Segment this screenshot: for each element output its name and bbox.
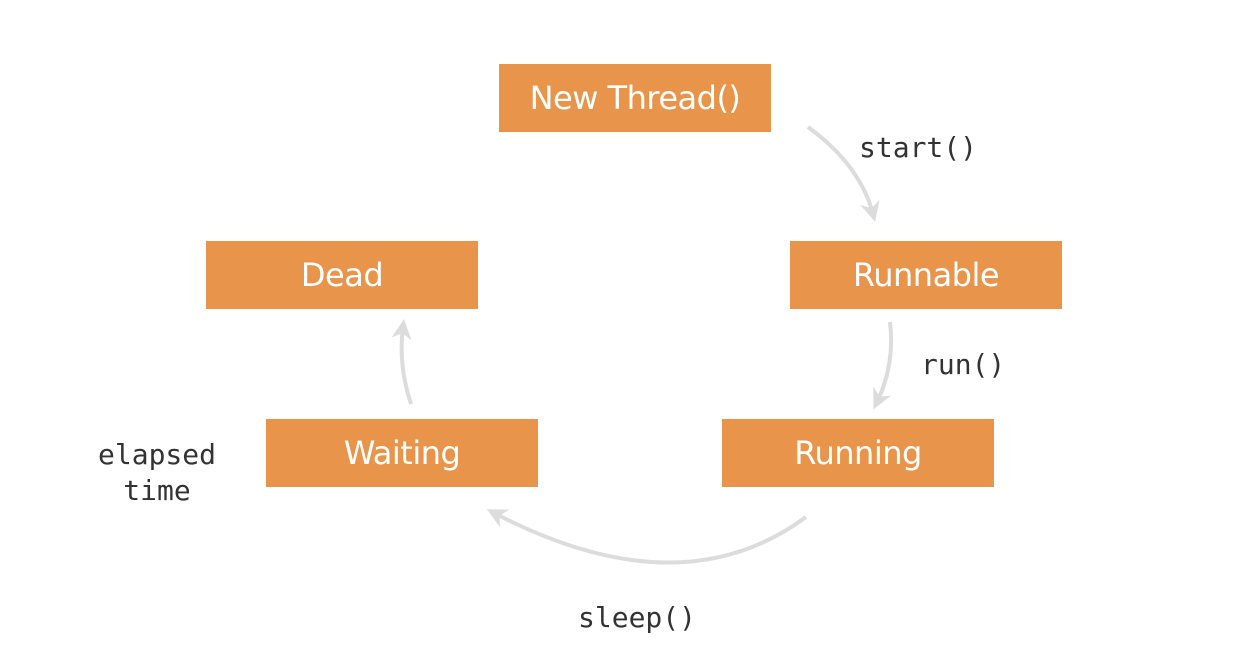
arrow-start [806,125,880,222]
state-dead: Dead [206,241,478,309]
label-sleep: sleep() [578,601,697,634]
state-runnable: Runnable [790,241,1062,309]
label-start: start() [859,131,978,164]
state-waiting: Waiting [266,419,538,487]
label-elapsed-line1: elapsed [98,438,217,471]
arrow-run [873,321,894,410]
arrow-elapsed [391,319,413,405]
state-new-thread: New Thread() [499,64,771,132]
label-run: run() [921,348,1006,381]
label-elapsed-time: elapsed time [98,437,216,509]
label-elapsed-line2: time [123,474,191,507]
arrow-sleep [486,509,808,565]
state-running: Running [722,419,994,487]
